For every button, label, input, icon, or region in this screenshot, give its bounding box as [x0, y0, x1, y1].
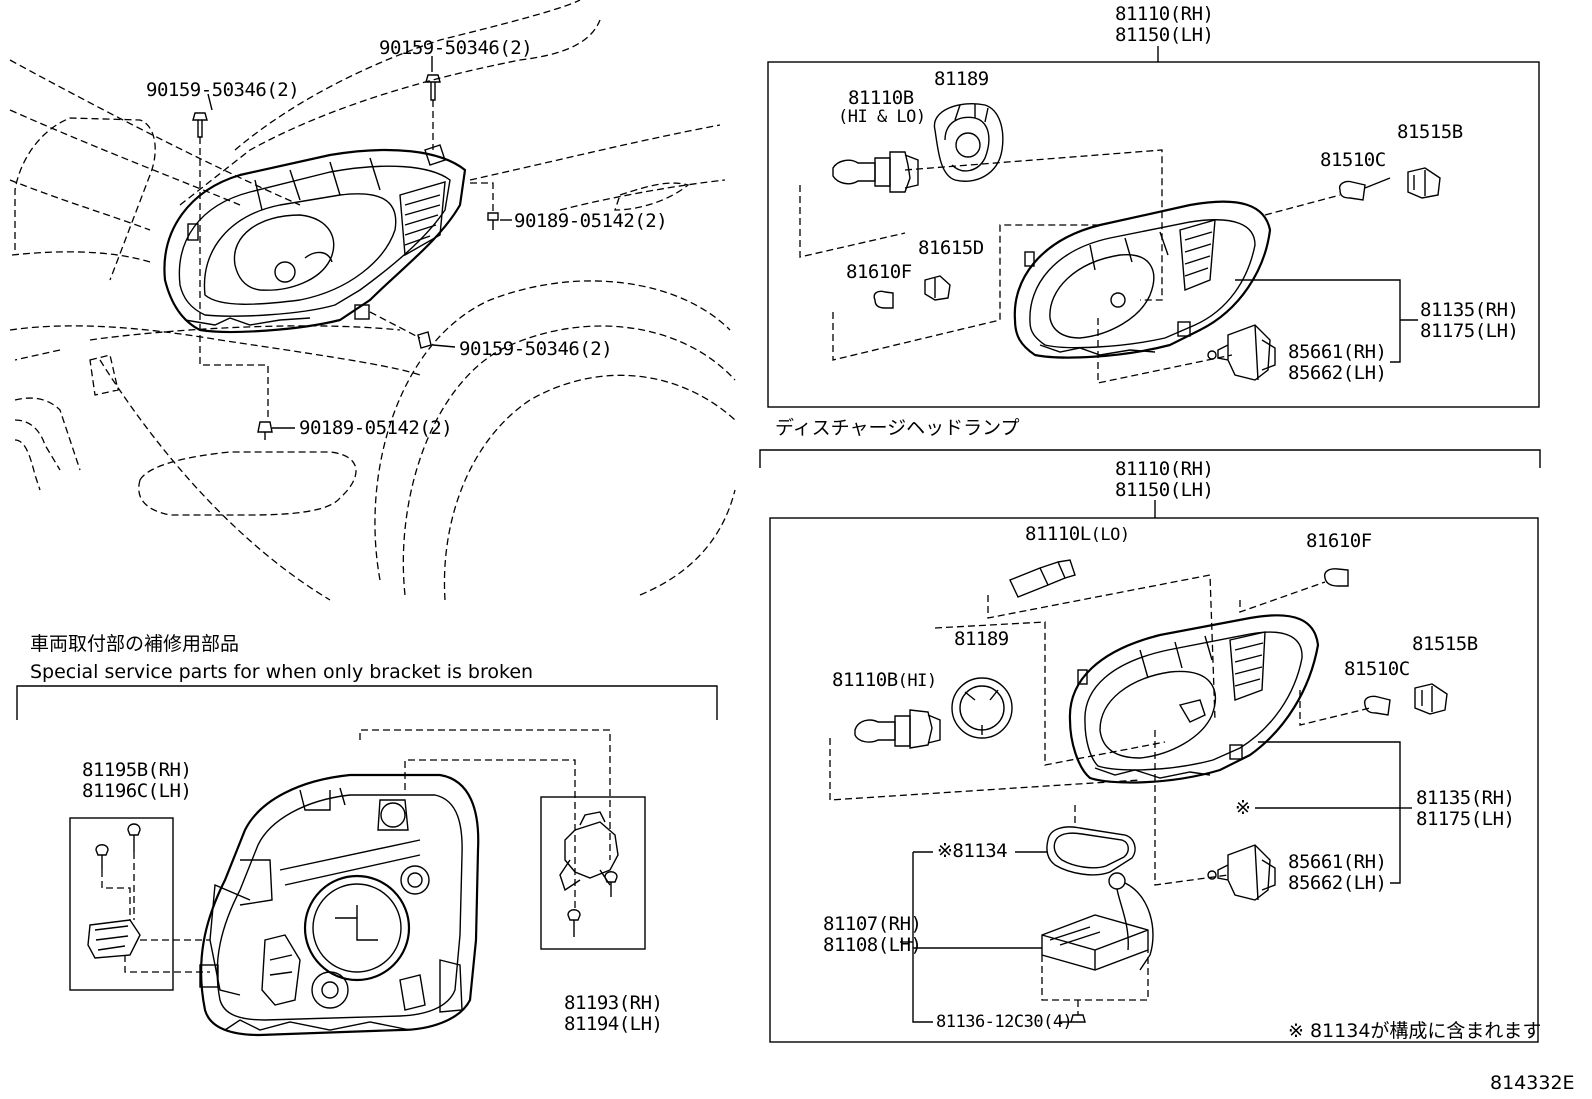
- bracket-section-artwork: [16, 685, 718, 1037]
- discharge-ballast-label: 81107(RH) 81108(LH): [823, 913, 922, 956]
- halogen-actuator-rh: 85661(RH): [1288, 341, 1387, 363]
- bracket-kit-right-lh: 81194(LH): [564, 1013, 663, 1035]
- discharge-bracket-rh: 81135(RH): [1416, 787, 1515, 809]
- discharge-section-title: ディスチャージヘッドランプ: [775, 417, 1020, 439]
- discharge-bracket-label: 81135(RH) 81175(LH): [1416, 787, 1515, 830]
- discharge-bulb-c-label: 81510C: [1344, 658, 1410, 680]
- car-front-illustration: [9, 0, 736, 601]
- discharge-reference-mark: ※: [1235, 797, 1251, 819]
- discharge-actuator-rh: 85661(RH): [1288, 851, 1387, 873]
- halogen-bracket-lh: 81175(LH): [1420, 320, 1519, 342]
- bracket-kit-left-label: 81195B(RH) 81196C(LH): [82, 759, 192, 802]
- discharge-lo-bulb-label: 81110L(LO): [1025, 524, 1130, 545]
- discharge-hi-bulb-code: 81110B: [832, 669, 898, 691]
- halogen-cover-label: 81189: [934, 68, 989, 90]
- halogen-socket-d-label: 81615D: [918, 237, 984, 259]
- halogen-bulb-code: 81110B: [848, 87, 914, 109]
- discharge-socket-b-label: 81515B: [1412, 633, 1478, 655]
- discharge-actuator-lh: 85662(LH): [1288, 872, 1387, 894]
- discharge-hi-bulb-label: 81110B(HI): [832, 670, 937, 691]
- discharge-gasket-label: ※81134: [937, 840, 1008, 862]
- halogen-assembly-label: 81110(RH) 81150(LH): [1115, 3, 1214, 46]
- discharge-footnote: ※ 81134が構成に含まれます: [1288, 1020, 1542, 1042]
- bracket-kit-left-rh: 81195B(RH): [82, 759, 192, 781]
- fastener-callout-5: 90189-05142(2): [299, 417, 453, 439]
- halogen-bracket-label: 81135(RH) 81175(LH): [1420, 299, 1519, 342]
- discharge-bulb-f-label: 81610F: [1306, 530, 1372, 552]
- discharge-screw-label: 81136-12C30(4): [936, 1012, 1073, 1032]
- halogen-bulb-f-label: 81610F: [846, 261, 912, 283]
- halogen-bracket-rh: 81135(RH): [1420, 299, 1519, 321]
- halogen-assembly-rh: 81110(RH): [1115, 3, 1214, 25]
- fastener-callout-4: 90159-50346(2): [459, 338, 613, 360]
- discharge-assembly-rh: 81110(RH): [1115, 458, 1214, 480]
- discharge-cover-label: 81189: [954, 628, 1009, 650]
- halogen-assembly-lh: 81150(LH): [1115, 24, 1214, 46]
- discharge-lo-bulb-note: (LO): [1090, 525, 1130, 545]
- fastener-callout-1: 90159-50346(2): [379, 37, 533, 59]
- bracket-section-title-jp: 車両取付部の補修用部品: [30, 633, 240, 655]
- halogen-socket-b-label: 81515B: [1397, 121, 1463, 143]
- discharge-hi-bulb-note: (HI): [897, 671, 937, 691]
- fastener-callout-3: 90189-05142(2): [514, 210, 668, 232]
- halogen-bulb-c-label: 81510C: [1320, 149, 1386, 171]
- discharge-bracket-lh: 81175(LH): [1416, 808, 1515, 830]
- fastener-callout-2: 90159-50346(2): [146, 79, 300, 101]
- discharge-lo-bulb-code: 81110L: [1025, 523, 1091, 545]
- figure-id: 814332E: [1490, 1072, 1575, 1094]
- halogen-actuator-lh: 85662(LH): [1288, 362, 1387, 384]
- bracket-kit-right-label: 81193(RH) 81194(LH): [564, 992, 663, 1035]
- bracket-kit-left-lh: 81196C(LH): [82, 780, 192, 802]
- halogen-assembly-box: [767, 46, 1540, 408]
- discharge-ballast-rh: 81107(RH): [823, 913, 922, 935]
- bracket-section-title-en: Special service parts for when only brac…: [30, 661, 534, 683]
- discharge-assembly-box: [759, 449, 1541, 1043]
- discharge-assembly-lh: 81150(LH): [1115, 479, 1214, 501]
- discharge-actuator-label: 85661(RH) 85662(LH): [1288, 851, 1387, 894]
- discharge-assembly-label: 81110(RH) 81150(LH): [1115, 458, 1214, 501]
- halogen-bulb-note: (HI & LO): [838, 107, 926, 127]
- bracket-kit-right-rh: 81193(RH): [564, 992, 663, 1014]
- discharge-ballast-lh: 81108(LH): [823, 934, 922, 956]
- halogen-actuator-label: 85661(RH) 85662(LH): [1288, 341, 1387, 384]
